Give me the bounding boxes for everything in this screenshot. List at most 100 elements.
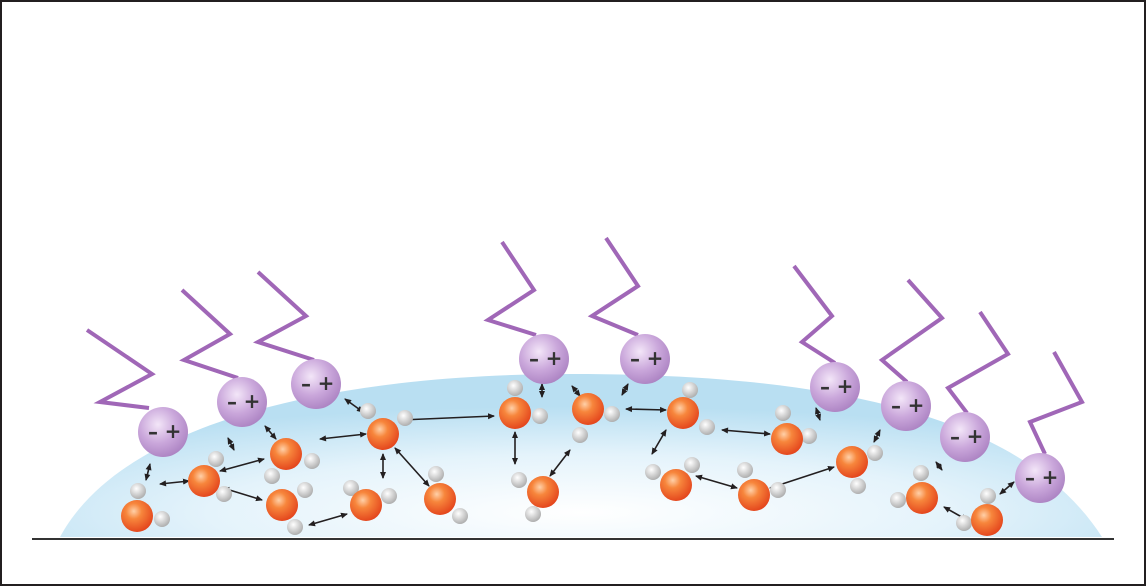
minus-sign: – bbox=[529, 347, 539, 371]
surfactant-head bbox=[291, 359, 341, 409]
water-molecule bbox=[511, 472, 559, 522]
hydrogen-atom bbox=[572, 427, 588, 443]
hydrogen-atom bbox=[913, 465, 929, 481]
plus-sign: + bbox=[165, 419, 182, 443]
plus-sign: + bbox=[908, 393, 925, 417]
hydrogen-bond-arrow bbox=[308, 512, 348, 527]
hydrogen-atom bbox=[801, 428, 817, 444]
hydrogen-atom bbox=[682, 382, 698, 398]
hydrogen-bond-arrow bbox=[264, 425, 277, 440]
water-molecule bbox=[121, 483, 170, 532]
hydrogen-bond-arrow bbox=[625, 406, 667, 413]
hydrogen-atom bbox=[264, 468, 280, 484]
hydrogen-bond-arrow bbox=[394, 447, 430, 487]
hydrogen-atom bbox=[867, 445, 883, 461]
oxygen-atom bbox=[270, 438, 302, 470]
surfactant-molecules: –+–+–+–+–+–+–+–+–+ bbox=[85, 236, 1085, 503]
oxygen-atom bbox=[350, 489, 382, 521]
surfactant-head bbox=[217, 377, 267, 427]
oxygen-atom bbox=[188, 465, 220, 497]
oxygen-atom bbox=[424, 483, 456, 515]
water-molecule bbox=[188, 451, 232, 502]
plus-sign: + bbox=[318, 371, 335, 395]
hydrogen-atom bbox=[645, 464, 661, 480]
surfactant-molecule: –+ bbox=[792, 264, 860, 412]
plus-sign: + bbox=[1042, 465, 1059, 489]
hydrogen-atom bbox=[507, 380, 523, 396]
surfactant-molecule: –+ bbox=[1015, 351, 1085, 503]
hydrogen-atom bbox=[208, 451, 224, 467]
water-molecule bbox=[890, 465, 938, 514]
minus-sign: – bbox=[148, 420, 158, 444]
hydrogen-bond-arrow bbox=[344, 398, 364, 413]
hydrogen-atom bbox=[770, 482, 786, 498]
surfactant-tail bbox=[85, 328, 156, 410]
surfactant-molecule: –+ bbox=[878, 278, 945, 431]
surfactant-tail bbox=[945, 310, 1011, 415]
plus-sign: + bbox=[647, 346, 664, 370]
surfactant-tail bbox=[587, 236, 641, 337]
water-molecule bbox=[424, 466, 468, 524]
minus-sign: – bbox=[891, 394, 901, 418]
surfactant-molecule: –+ bbox=[940, 310, 1011, 462]
hydrogen-atom bbox=[343, 480, 359, 496]
surfactant-tail bbox=[252, 270, 315, 362]
surfactant-molecule: –+ bbox=[587, 236, 670, 384]
hydrogen-bond-arrow bbox=[999, 481, 1015, 495]
oxygen-atom bbox=[836, 446, 868, 478]
plus-sign: + bbox=[967, 424, 984, 448]
minus-sign: – bbox=[820, 375, 830, 399]
hydrogen-atom bbox=[980, 488, 996, 504]
surfactant-head bbox=[881, 381, 931, 431]
hydrogen-bond-arrow bbox=[227, 437, 235, 451]
surfactant-tail bbox=[792, 264, 837, 365]
hydrogen-atom bbox=[130, 483, 146, 499]
hydrogen-atom bbox=[850, 478, 866, 494]
minus-sign: – bbox=[227, 390, 237, 414]
oxygen-atom bbox=[266, 489, 298, 521]
surfactant-tail bbox=[878, 278, 945, 384]
hydrogen-bond-arrow bbox=[651, 429, 667, 455]
plus-sign: + bbox=[837, 374, 854, 398]
water-molecules bbox=[121, 380, 1003, 536]
hydrogen-atom bbox=[397, 410, 413, 426]
water-molecule bbox=[771, 405, 817, 455]
water-molecule bbox=[645, 457, 700, 501]
hydrogen-bond-arrow bbox=[695, 474, 738, 490]
surfactant-tail bbox=[1027, 351, 1085, 455]
hydrogen-bond-arrow bbox=[873, 429, 881, 443]
water-molecule bbox=[667, 382, 715, 435]
plus-sign: + bbox=[244, 389, 261, 413]
oxygen-atom bbox=[121, 500, 153, 532]
hydrogen-bond-arrow bbox=[319, 431, 367, 442]
minus-sign: – bbox=[1025, 466, 1035, 490]
water-molecule bbox=[572, 393, 620, 443]
hydrogen-atom bbox=[428, 466, 444, 482]
hydrogen-bond-arrow bbox=[935, 461, 943, 471]
water-molecule bbox=[343, 480, 397, 521]
hydrogen-bond-arrows bbox=[144, 383, 1015, 527]
hydrogen-atom bbox=[604, 406, 620, 422]
surfactant-head bbox=[1015, 453, 1065, 503]
hydrogen-atom bbox=[287, 519, 303, 535]
plus-sign: + bbox=[546, 346, 563, 370]
surfactant-head bbox=[940, 412, 990, 462]
hydrogen-atom bbox=[216, 486, 232, 502]
water-molecule bbox=[737, 462, 786, 511]
oxygen-atom bbox=[367, 418, 399, 450]
hydrogen-atom bbox=[525, 506, 541, 522]
surfactant-head bbox=[519, 334, 569, 384]
water-molecule bbox=[264, 438, 320, 484]
oxygen-atom bbox=[660, 469, 692, 501]
hydrogen-bond-arrow bbox=[549, 449, 571, 477]
water-molecule bbox=[836, 445, 883, 494]
hydrogen-atom bbox=[684, 457, 700, 473]
hydrogen-atom bbox=[452, 508, 468, 524]
oxygen-atom bbox=[499, 397, 531, 429]
hydrogen-bond-arrow bbox=[571, 385, 581, 397]
minus-sign: – bbox=[630, 347, 640, 371]
hydrogen-bond-arrow bbox=[815, 407, 821, 421]
minus-sign: – bbox=[301, 372, 311, 396]
